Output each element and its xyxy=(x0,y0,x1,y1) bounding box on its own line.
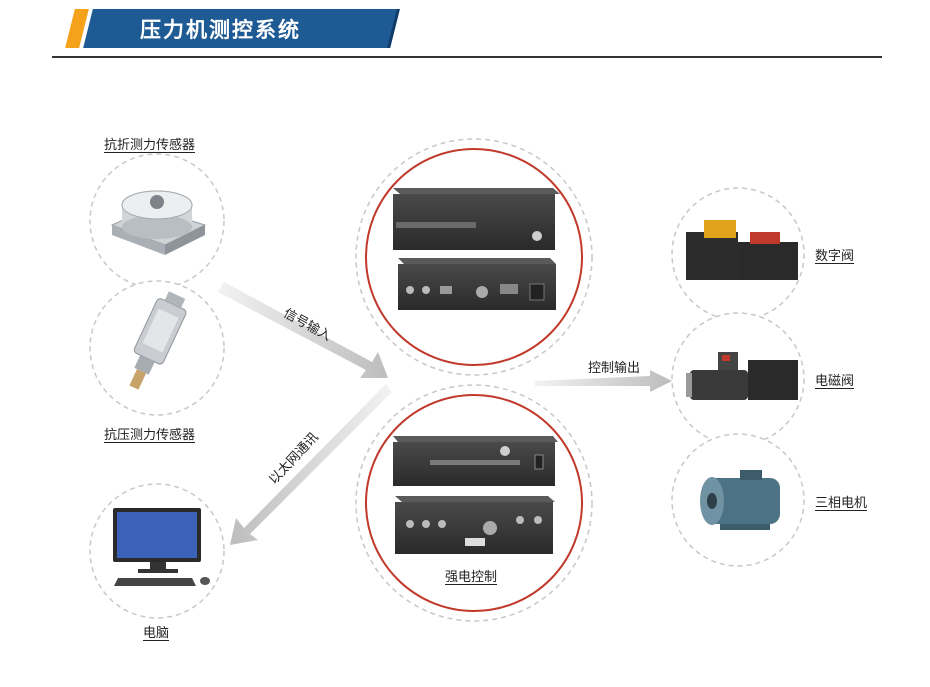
compression-sensor-label: 抗压测力传感器 xyxy=(104,428,196,443)
computer-image xyxy=(113,508,210,586)
solenoid-valve-label: 电磁阀 xyxy=(815,374,855,389)
header: 压力机测控系统 xyxy=(0,0,930,62)
header-divider xyxy=(52,56,882,58)
controller-bottom-outer-circle xyxy=(355,384,593,622)
ethernet-arrow xyxy=(230,384,392,545)
digital-valve-label: 数字阀 xyxy=(815,249,855,264)
bending-sensor-label: 抗折测力传感器 xyxy=(104,138,196,153)
control-output-arrow xyxy=(535,370,672,392)
motor-label: 三相电机 xyxy=(815,496,868,511)
page-title: 压力机测控系统 xyxy=(140,18,301,42)
controller-bottom-image xyxy=(393,436,558,554)
controller-top-image xyxy=(393,188,560,310)
solenoid-valve-image xyxy=(686,352,798,400)
digital-valve-image xyxy=(686,220,798,280)
strong-control-label: 强电控制 xyxy=(445,570,498,585)
control-output-label: 控制输出 xyxy=(588,361,641,376)
signal-input-arrow xyxy=(218,282,388,378)
compression-sensor-image xyxy=(129,291,187,390)
controller-top-outer-circle xyxy=(355,138,593,376)
bending-sensor-image xyxy=(110,190,207,255)
computer-label: 电脑 xyxy=(143,626,170,641)
motor-image xyxy=(700,470,780,530)
controller-top-ring xyxy=(365,148,583,366)
